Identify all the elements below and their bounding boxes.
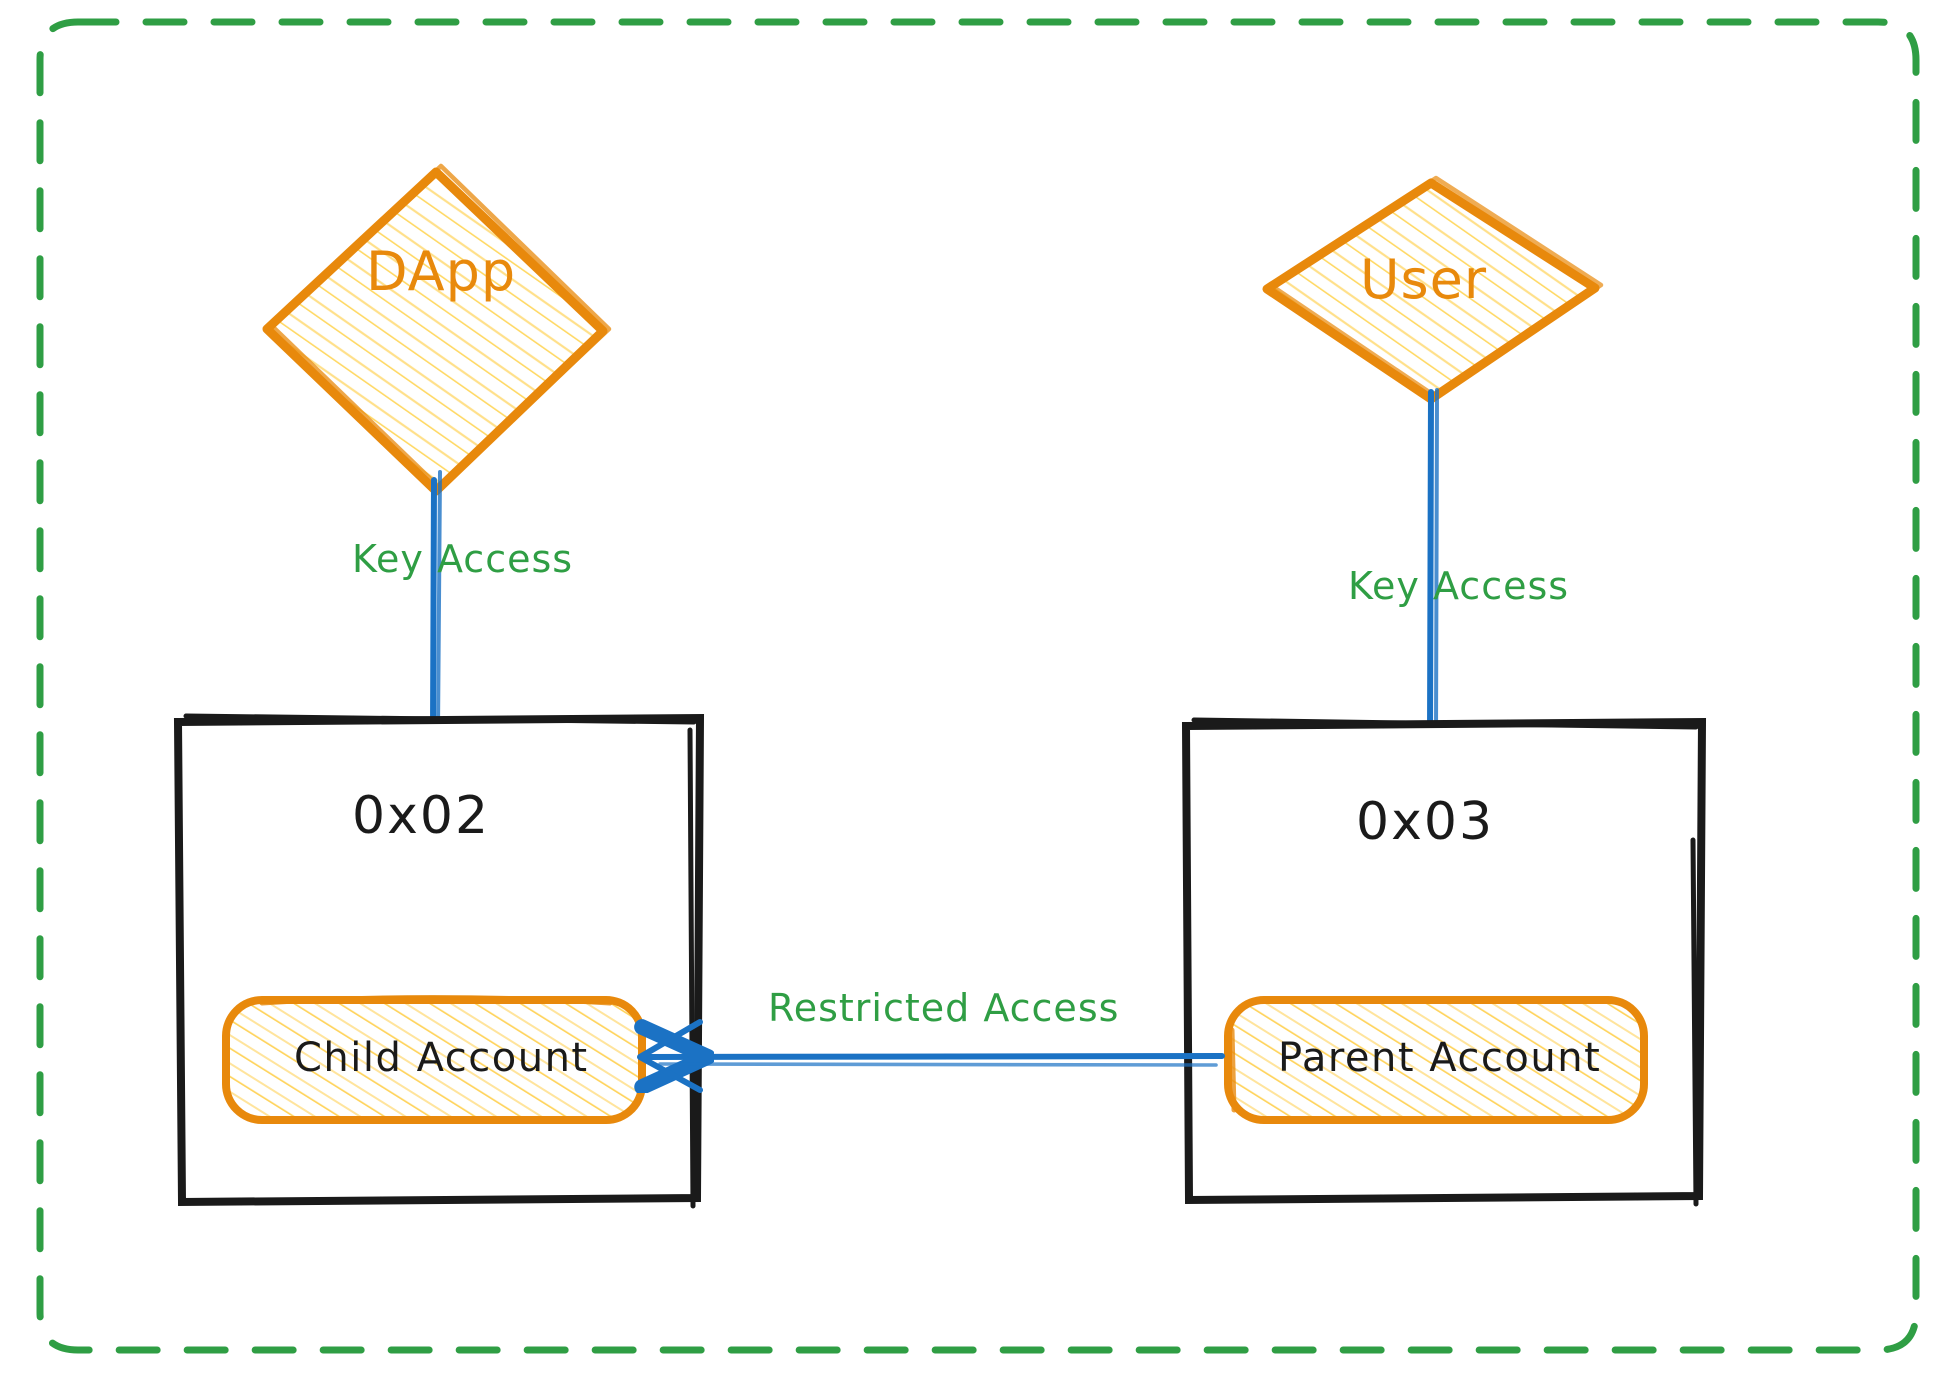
edge-dapp-to-0x02 — [430, 470, 442, 735]
edge-user-to-0x03 — [1427, 388, 1439, 743]
node-dapp[interactable] — [262, 163, 612, 496]
node-user[interactable] — [1262, 175, 1604, 404]
outer-dashed-boundary — [36, 18, 1920, 1354]
node-account-0x02[interactable] — [173, 713, 705, 1209]
node-child-account[interactable] — [222, 995, 646, 1124]
edge-parent-to-child — [640, 1019, 1225, 1090]
node-account-0x03[interactable] — [1181, 717, 1707, 1207]
node-parent-account[interactable] — [1224, 996, 1648, 1124]
